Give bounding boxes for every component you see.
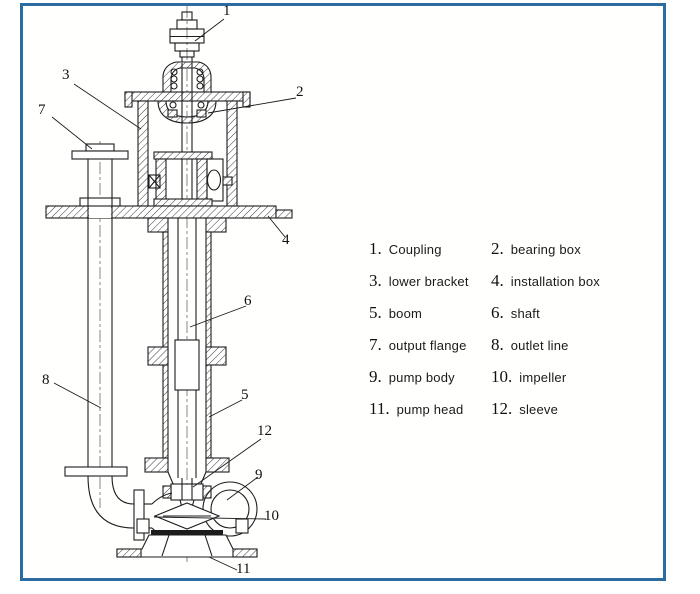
parts-legend: 1. Coupling 2. bearing box 3. lower bracket… [369,239,600,431]
pump-head [116,518,258,558]
legend-number: 1. [369,239,382,258]
legend-item-11: 11. pump head [369,399,491,431]
callout-12: 12 [257,423,272,439]
legend-label: output flange [388,338,467,353]
callout-9: 9 [255,467,263,483]
callout-7: 7 [38,102,46,118]
legend-item-8: 8. outlet line [491,335,600,367]
legend-label: shaft [510,306,540,321]
legend-number: 8. [491,335,504,354]
sleeve [162,471,212,529]
legend-label: outlet line [510,338,569,353]
legend-item-12: 12. sleeve [491,399,600,431]
legend-number: 10. [491,367,513,386]
legend-label: bearing box [510,242,581,257]
bearing-box [157,61,217,124]
boom [144,218,230,478]
shaft [181,63,193,206]
legend-number: 7. [369,335,382,354]
callout-3: 3 [62,67,70,83]
lower-bearing-assembly [148,151,233,207]
pump-body [202,481,258,537]
legend-number: 6. [491,303,504,322]
legend-label: Coupling [388,242,442,257]
legend-number: 12. [491,399,513,418]
installation-box-plate [45,205,293,233]
leader-lines [51,18,297,571]
legend-number: 3. [369,271,382,290]
impeller [153,502,221,530]
legend-number: 5. [369,303,382,322]
legend-item-3: 3. lower bracket [369,271,491,303]
legend-number: 4. [491,271,504,290]
lower-bracket [124,91,251,207]
callout-1: 1 [223,3,231,19]
legend-label: pump body [388,370,455,385]
callout-5: 5 [241,387,249,403]
legend-item-10: 10. impeller [491,367,600,399]
legend-item-6: 6. shaft [491,303,600,335]
callout-10: 10 [264,508,279,524]
callout-6: 6 [244,293,252,309]
coupling [169,11,205,63]
legend-label: impeller [519,370,567,385]
legend-item-7: 7. output flange [369,335,491,367]
legend-item-5: 5. boom [369,303,491,335]
legend-item-9: 9. pump body [369,367,491,399]
legend-label: boom [388,306,423,321]
legend-item-4: 4. installation box [491,271,600,303]
legend-number: 11. [369,399,390,418]
outlet-line [64,159,173,541]
legend-number: 9. [369,367,382,386]
legend-label: sleeve [519,402,559,417]
callout-8: 8 [42,372,50,388]
legend-item-1: 1. Coupling [369,239,491,271]
callout-11: 11 [236,561,251,577]
output-flange [71,143,129,207]
callout-2: 2 [296,84,304,100]
legend-label: installation box [510,274,600,289]
callout-4: 4 [282,232,290,248]
legend-label: pump head [396,402,464,417]
legend-label: lower bracket [388,274,469,289]
legend-number: 2. [491,239,504,258]
legend-item-2: 2. bearing box [491,239,600,271]
